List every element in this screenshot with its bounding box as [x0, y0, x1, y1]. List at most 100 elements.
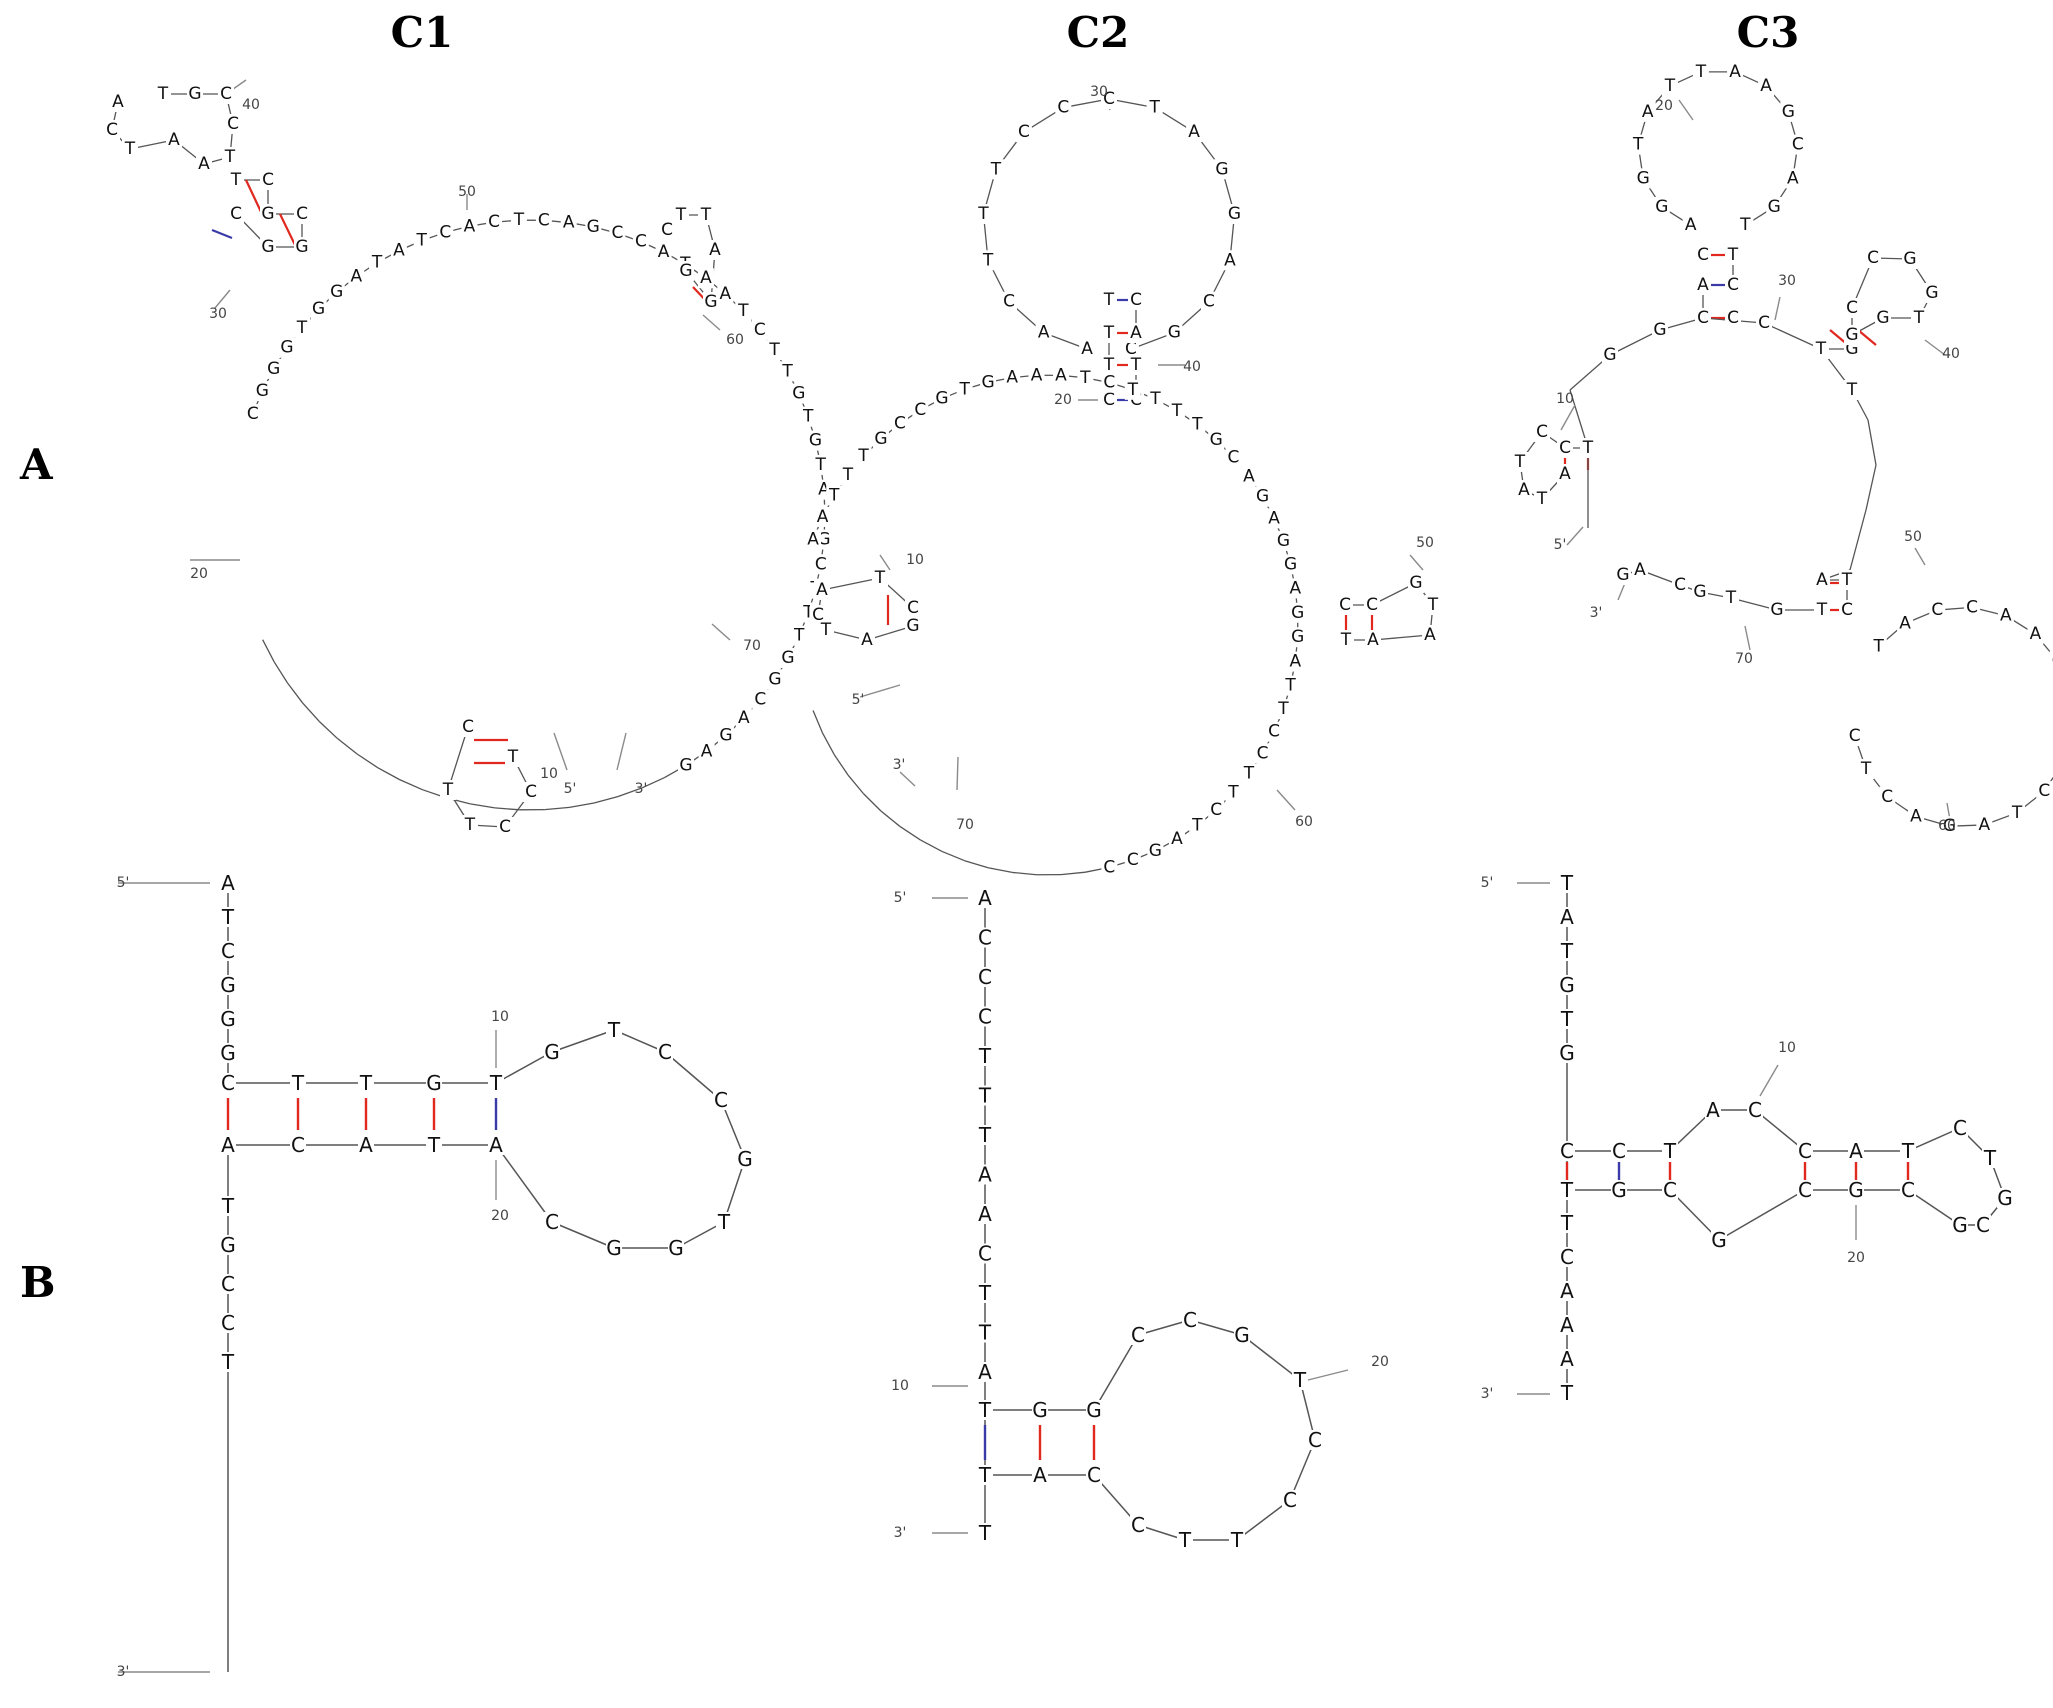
nucleotide-bg: [328, 282, 345, 303]
nucleotide-bg: [585, 216, 602, 237]
backbone-segment: [641, 777, 665, 789]
nucleotide: T: [1340, 630, 1352, 650]
nucleotide-bg: [1422, 625, 1438, 645]
nucleotide-bg: [659, 220, 675, 240]
nucleotide: T: [1127, 380, 1139, 400]
nucleotide: A: [1424, 625, 1436, 645]
index-tick: [711, 623, 731, 641]
nucleotide-bg: [293, 317, 310, 338]
nucleotide: G: [1782, 102, 1795, 122]
nucleotide: C: [1103, 89, 1115, 109]
nucleotide: G: [1559, 973, 1575, 997]
nucleotide-bg: [977, 1164, 993, 1185]
index-label: 70: [1735, 651, 1753, 667]
nucleotide-bg: [697, 268, 714, 289]
nucleotide-bg: [218, 84, 234, 104]
nucleotide-bg: [977, 1006, 993, 1027]
nucleotide: C: [1966, 597, 1978, 617]
nucleotide-bg: [220, 1235, 236, 1255]
nucleotide: T: [768, 340, 780, 360]
nucleotide-bg: [1128, 290, 1144, 310]
nucleotide-bg: [698, 205, 714, 225]
nucleotide-bg: [807, 430, 824, 451]
nucleotide: G: [1943, 816, 1956, 836]
nucleotide: G: [261, 204, 274, 224]
nucleotide: C: [611, 223, 623, 243]
nucleotide-bg: [462, 815, 478, 835]
nucleotide: G: [1848, 1178, 1864, 1202]
nucleotide-bg: [413, 230, 430, 251]
nucleotide: C: [296, 204, 308, 224]
nucleotide: T: [857, 446, 869, 466]
nucleotide-bg: [1758, 76, 1775, 97]
nucleotide-bg: [1911, 308, 1927, 328]
nucleotide: A: [1171, 829, 1183, 849]
nucleotide-bg: [780, 648, 797, 669]
nucleotide: C: [1257, 743, 1269, 763]
nucleotide: G: [330, 282, 343, 302]
nucleotide-bg: [1101, 290, 1117, 310]
nucleotide-bg: [1146, 97, 1163, 118]
nucleotide: A: [1697, 275, 1709, 295]
backbone-segment: [495, 1144, 553, 1223]
nucleotide: C: [1901, 1178, 1915, 1202]
nucleotide-bg: [1028, 365, 1045, 386]
nucleotide-bg: [1900, 1180, 1916, 1200]
nucleotide-bg: [1186, 122, 1203, 143]
nucleotide: A: [168, 130, 180, 150]
nucleotide-bg: [855, 446, 872, 467]
panel-a-c1: TGCCTAATCATCGCGGCCGGGTGGATATCACTCAGCCATA…: [104, 79, 833, 837]
nucleotide: T: [1230, 1528, 1244, 1552]
nucleotide-bg: [766, 340, 783, 361]
nucleotide-bg: [1101, 390, 1117, 410]
nucleotide: A: [1787, 168, 1799, 188]
nucleotide-bg: [1266, 508, 1283, 529]
nucleotide-bg: [1975, 1215, 1991, 1235]
nucleotide-bg: [1364, 595, 1380, 615]
nucleotide: G: [679, 755, 692, 775]
index-tick: [1307, 1369, 1349, 1381]
nucleotide-bg: [1035, 322, 1052, 343]
nucleotide-bg: [818, 620, 834, 640]
nucleotide-bg: [1844, 298, 1860, 318]
nucleotide: A: [1518, 480, 1530, 500]
nucleotide-bg: [497, 817, 513, 837]
nucleotide: G: [1559, 1041, 1575, 1065]
index-label: 50: [458, 184, 476, 200]
nucleotide: T: [1149, 389, 1161, 409]
nucleotide: A: [1006, 368, 1018, 388]
nucleotide-bg: [1015, 122, 1032, 143]
nucleotide-bg: [1615, 565, 1631, 585]
nucleotide: C: [1727, 275, 1739, 295]
nucleotide: G: [1256, 487, 1269, 507]
index-label: 3': [1481, 1386, 1494, 1402]
nucleotide: T: [489, 1071, 503, 1095]
nucleotide-bg: [290, 1073, 306, 1093]
backbone-segment: [821, 732, 835, 755]
nucleotide: G: [267, 359, 280, 379]
nucleotide-bg: [225, 114, 241, 134]
nucleotide: G: [874, 429, 887, 449]
nucleotide: C: [1536, 422, 1548, 442]
nucleotide: T: [2011, 803, 2023, 823]
nucleotide-bg: [358, 1135, 374, 1155]
index-label: 40: [1183, 359, 1201, 375]
nucleotide: T: [1277, 699, 1289, 719]
nucleotide: T: [1227, 783, 1239, 803]
nucleotide: A: [978, 1163, 992, 1187]
nucleotide: G: [1637, 168, 1650, 188]
nucleotide-bg: [1559, 1383, 1575, 1403]
index-label: 10: [1778, 1040, 1796, 1056]
index-label: 3': [893, 757, 906, 773]
nucleotide: A: [1979, 815, 1991, 835]
nucleotide: T: [1171, 401, 1183, 421]
index-label: 5': [894, 890, 907, 906]
nucleotide: T: [828, 485, 840, 505]
backbone-segment: [1012, 871, 1037, 876]
nucleotide-bg: [1559, 1247, 1575, 1267]
nucleotide: A: [1055, 365, 1067, 385]
nucleotide-bg: [1639, 101, 1656, 122]
nucleotide: C: [262, 170, 274, 190]
nucleotide: T: [513, 210, 525, 230]
nucleotide: T: [359, 1071, 373, 1095]
